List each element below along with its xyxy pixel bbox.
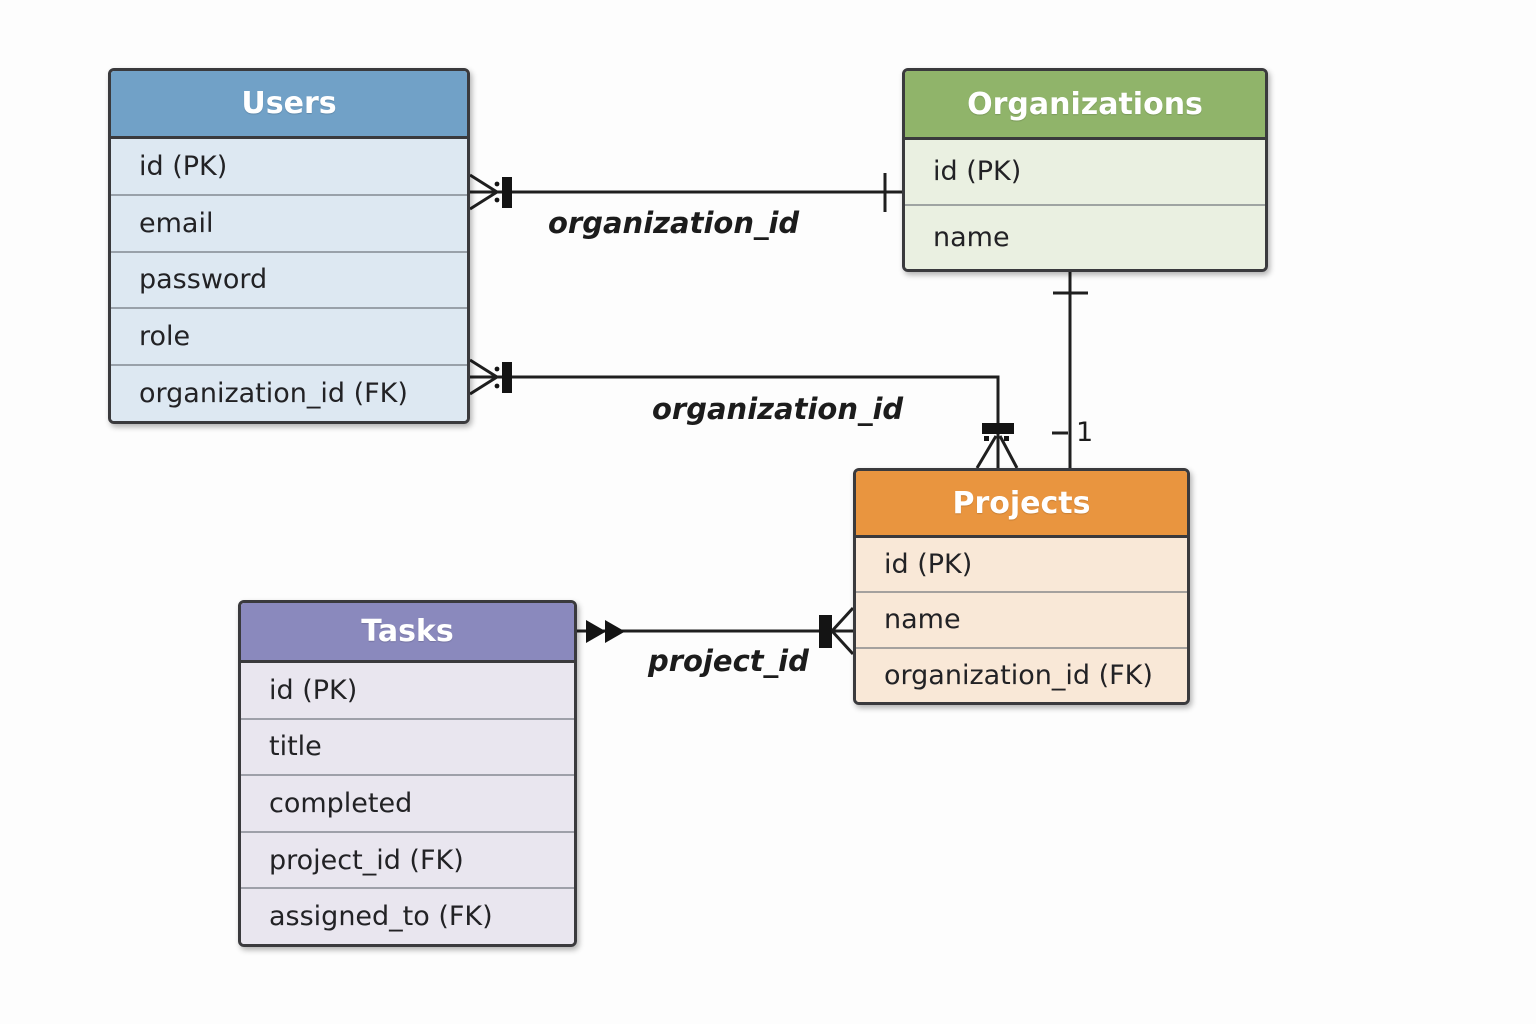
notation-dot <box>1004 436 1009 441</box>
notation-dot <box>494 383 500 389</box>
table-row: id (PK) <box>241 663 574 718</box>
table-header-users: Users <box>111 71 467 139</box>
field-label: id (PK) <box>933 156 1022 188</box>
table-title: Organizations <box>967 86 1203 122</box>
field-label: organization_id (FK) <box>139 378 408 410</box>
table-title: Users <box>241 86 337 121</box>
table-row: name <box>905 203 1265 270</box>
table-header-projects: Projects <box>856 471 1187 538</box>
mandatory-bar-icon <box>502 362 512 393</box>
table-row: completed <box>241 774 574 831</box>
table-row: id (PK) <box>111 139 467 194</box>
crows-foot-many-icon <box>469 173 498 211</box>
table-row: role <box>111 307 467 364</box>
field-label: project_id (FK) <box>269 844 464 876</box>
table-row: id (PK) <box>856 538 1187 591</box>
table-row: title <box>241 717 574 775</box>
crows-foot-many-icon <box>830 606 855 656</box>
table-row: email <box>111 193 467 251</box>
table-row: name <box>856 591 1187 646</box>
field-label: email <box>139 207 214 239</box>
table-header-organizations: Organizations <box>905 71 1265 140</box>
table-header-tasks: Tasks <box>241 603 574 663</box>
table-row: organization_id (FK) <box>856 646 1187 702</box>
relationship-users-projects <box>469 358 1019 469</box>
relationship-organizations-projects <box>1052 272 1088 468</box>
field-label: id (PK) <box>884 549 973 581</box>
connector-line <box>470 375 1000 468</box>
field-label: name <box>933 221 1010 253</box>
entity-table-tasks: Tasks id (PK) title completed project_id… <box>238 600 577 947</box>
field-label: name <box>884 604 961 636</box>
field-label: organization_id (FK) <box>884 659 1153 691</box>
relationship-label-users-organizations: organization_id <box>548 206 800 240</box>
field-label: completed <box>269 787 413 819</box>
field-label: password <box>139 264 268 296</box>
notation-dot <box>494 197 500 203</box>
table-title: Tasks <box>361 614 454 649</box>
table-body: id (PK) title completed project_id (FK) … <box>241 663 574 944</box>
table-row: password <box>111 250 467 308</box>
field-label: title <box>269 731 322 763</box>
table-body: id (PK) name <box>905 140 1265 269</box>
relationship-label-tasks-projects: project_id <box>648 644 809 678</box>
arrowhead-icon <box>605 620 625 643</box>
notation-dot <box>494 181 500 187</box>
table-row: assigned_to (FK) <box>241 887 574 944</box>
field-label: assigned_to (FK) <box>269 901 493 933</box>
relationship-users-organizations <box>469 173 902 212</box>
mandatory-bar-icon <box>502 177 512 208</box>
notation-dot <box>494 366 500 372</box>
field-label: id (PK) <box>269 674 358 706</box>
notation-dot <box>984 436 989 441</box>
entity-table-users: Users id (PK) email password role organi… <box>108 68 470 424</box>
table-title: Projects <box>952 485 1091 521</box>
relationship-label-users-projects: organization_id <box>652 392 904 426</box>
table-body: id (PK) name organization_id (FK) <box>856 538 1187 702</box>
crows-foot-many-icon <box>469 358 498 396</box>
arrowhead-icon <box>586 620 606 643</box>
crows-foot-many-icon <box>975 435 1019 469</box>
entity-table-organizations: Organizations id (PK) name <box>902 68 1268 272</box>
field-label: id (PK) <box>139 150 228 182</box>
relationship-tasks-projects <box>577 606 855 656</box>
mandatory-bar-icon <box>982 423 1014 434</box>
table-row: id (PK) <box>905 140 1265 204</box>
table-row: project_id (FK) <box>241 830 574 888</box>
table-body: id (PK) email password role organization… <box>111 139 467 421</box>
cardinality-label-one: 1 <box>1076 417 1094 448</box>
entity-table-projects: Projects id (PK) name organization_id (F… <box>853 468 1190 705</box>
mandatory-bar-icon <box>819 615 832 648</box>
table-row: organization_id (FK) <box>111 364 467 421</box>
field-label: role <box>139 321 191 353</box>
